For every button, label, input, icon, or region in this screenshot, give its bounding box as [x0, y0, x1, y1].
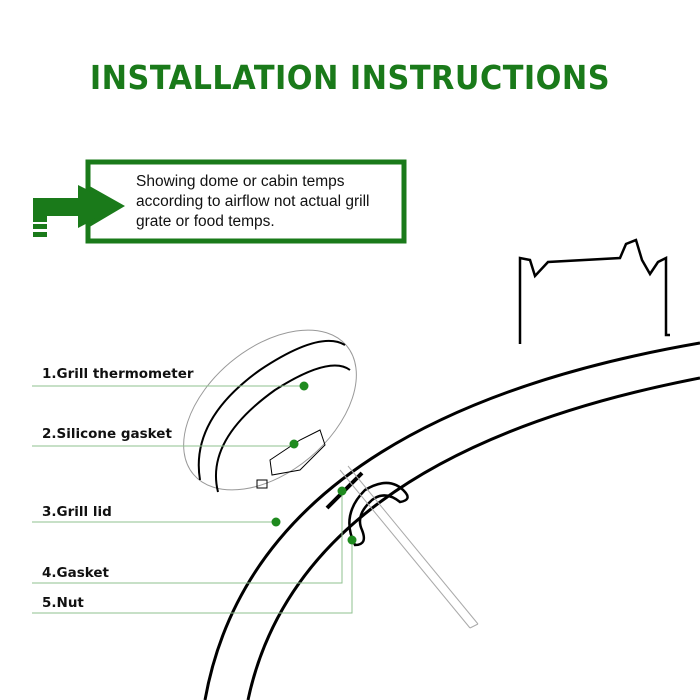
- label-grill-thermometer: 1.Grill thermometer: [42, 366, 194, 382]
- probe: [339, 465, 479, 629]
- marker-dot: [347, 535, 357, 545]
- thermometer-drawing: [183, 329, 357, 493]
- label-gasket: 4.Gasket: [42, 565, 109, 581]
- grill-lid-inner: [246, 376, 700, 700]
- label-grill-lid: 3.Grill lid: [42, 504, 112, 520]
- label-silicone-gasket: 2.Silicone gasket: [42, 426, 172, 442]
- grill-lid-outer: [203, 341, 700, 700]
- marker-dot: [271, 517, 281, 527]
- callout-box: [85, 159, 407, 244]
- marker-dots: [271, 381, 357, 545]
- leader-lines: [32, 385, 353, 614]
- marker-dot: [299, 381, 309, 391]
- marker-dot: [289, 439, 299, 449]
- page-title: INSTALLATION INSTRUCTIONS: [89, 58, 611, 97]
- callout-text: Showing dome or cabin temps according to…: [136, 173, 370, 230]
- grill-top-vent: [518, 238, 670, 344]
- marker-dot: [337, 486, 347, 496]
- label-nut: 5.Nut: [42, 595, 84, 611]
- nut: [348, 481, 409, 547]
- callout-arrow-icon: [33, 185, 120, 237]
